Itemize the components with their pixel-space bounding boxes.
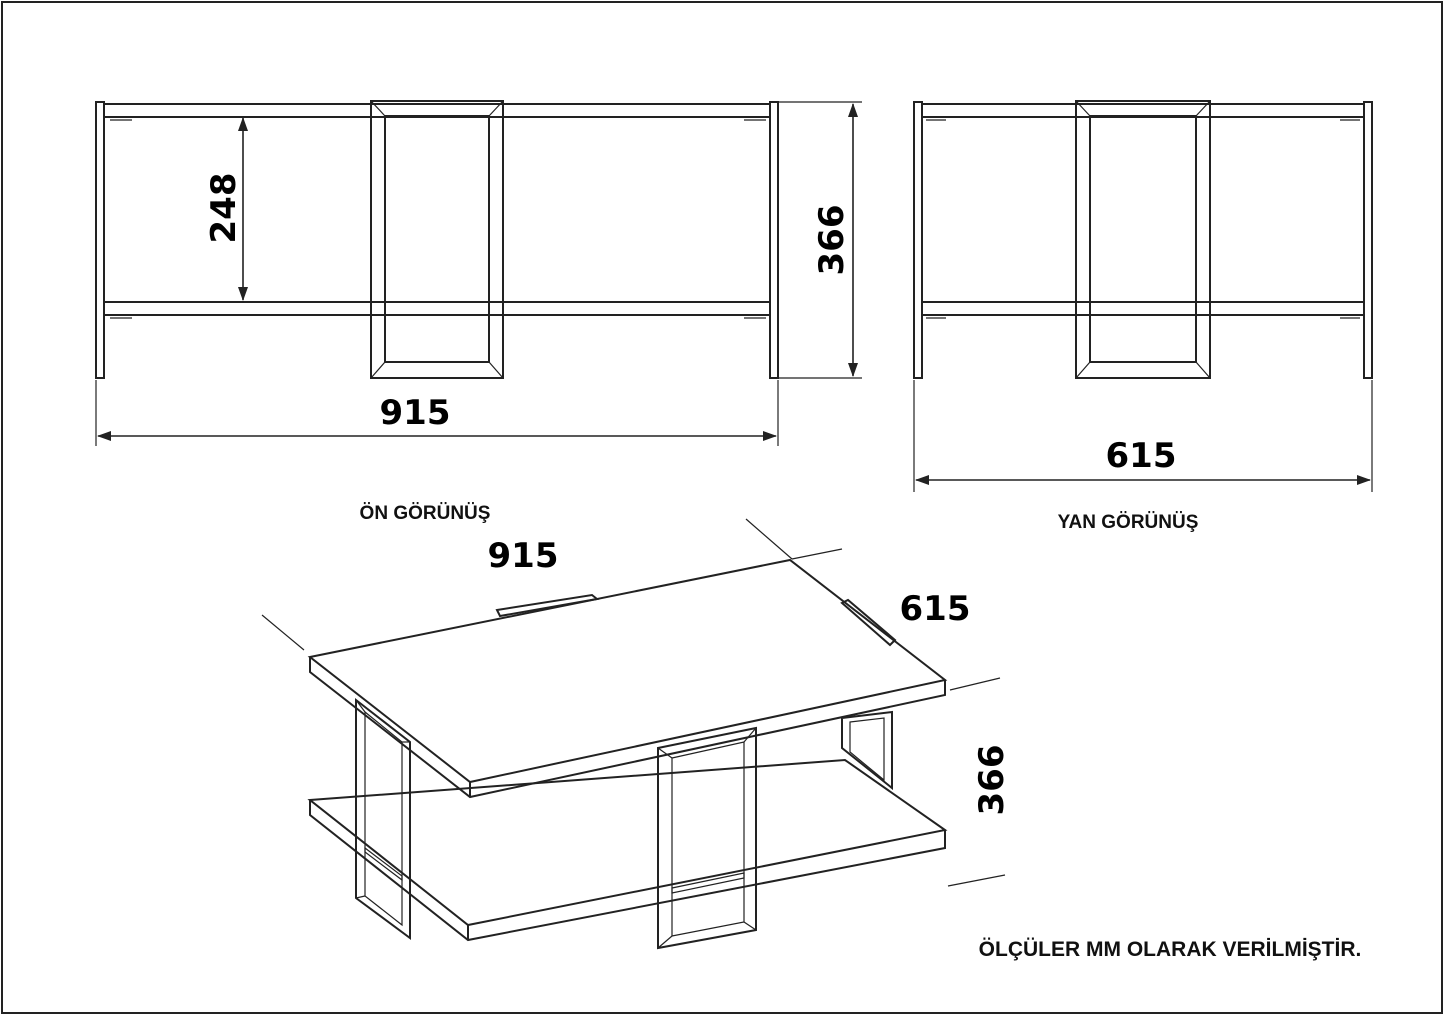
front-center-frame [370, 100, 504, 379]
front-right-leg [769, 101, 779, 379]
iso-lower-shelf [307, 758, 948, 942]
iso-dim-label-915: 915 [488, 536, 559, 576]
iso-dim-label-366: 366 [972, 745, 1012, 816]
side-center-frame [1075, 100, 1211, 379]
dim-label-615: 615 [1106, 436, 1177, 476]
dim-label-248: 248 [204, 173, 244, 244]
iso-leader-right-top [949, 677, 1001, 691]
front-bottom-shelf [103, 301, 771, 316]
iso-front-left-leg [355, 697, 411, 940]
iso-leader-left [261, 614, 305, 651]
iso-leader-right-bottom [947, 874, 1006, 887]
side-left-leg [913, 101, 923, 379]
front-left-leg [95, 101, 105, 379]
side-bottom-shelf [921, 301, 1365, 316]
dim-label-915: 915 [380, 393, 451, 433]
iso-front-right-leg [657, 726, 757, 950]
iso-table-top [307, 558, 948, 799]
isometric-view: 915 615 366 [261, 518, 1012, 950]
side-view-caption: YAN GÖRÜNÜŞ [1058, 512, 1199, 533]
iso-dim-label-615: 615 [900, 589, 971, 629]
dim-label-366: 366 [812, 205, 852, 276]
side-view: 615 YAN GÖRÜNÜŞ [913, 100, 1373, 533]
front-view: 248 366 915 ÖN GÖRÜNÜŞ [95, 100, 862, 524]
iso-leader-top [745, 518, 793, 560]
front-view-caption: ÖN GÖRÜNÜŞ [360, 503, 491, 524]
measurement-note: ÖLÇÜLER MM OLARAK VERİLMİŞTİR. [979, 938, 1362, 961]
side-right-leg [1363, 101, 1373, 379]
iso-back-right-leg [841, 710, 893, 791]
